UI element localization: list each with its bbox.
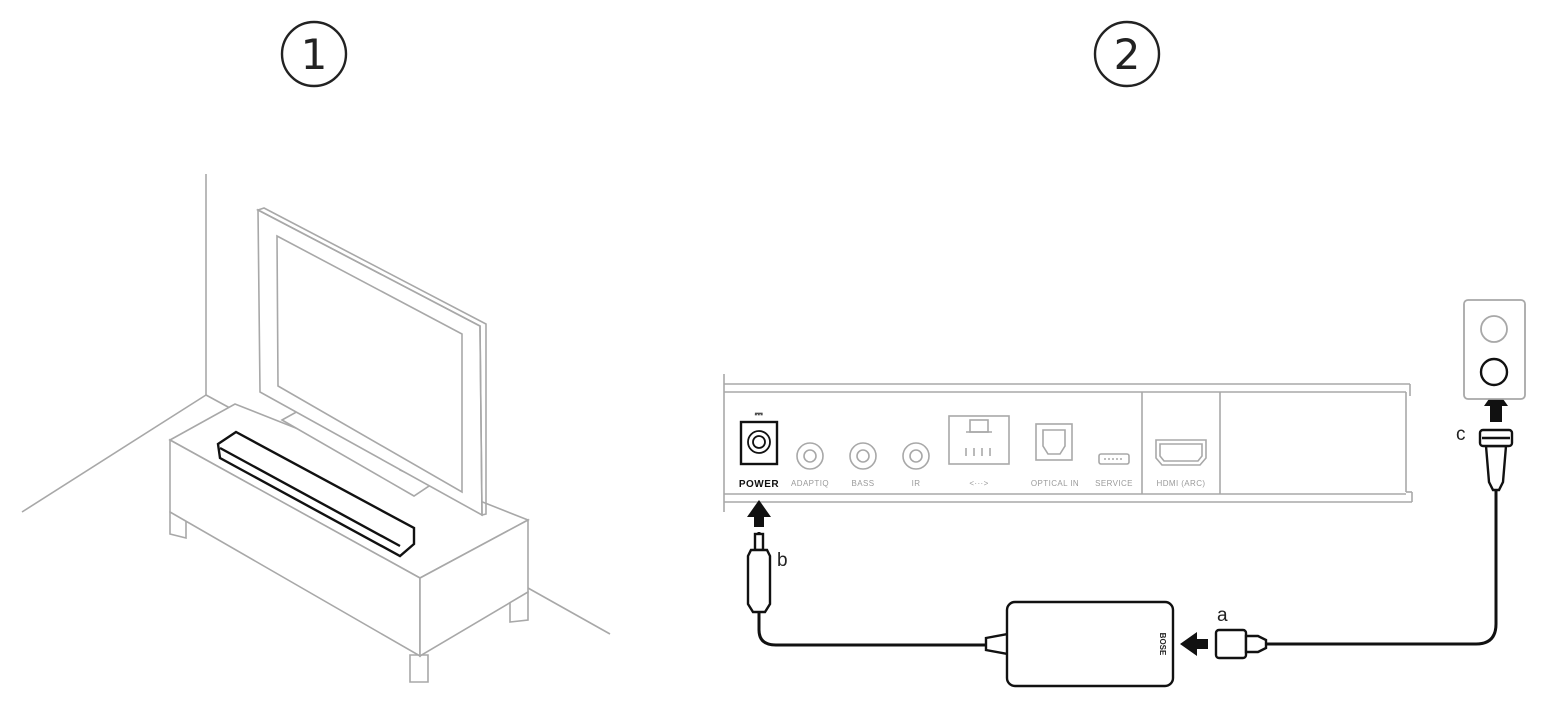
tv bbox=[255, 207, 487, 517]
soundbar-back-panel bbox=[723, 374, 1413, 512]
adaptiq-port: ADAPTIQ bbox=[791, 442, 829, 488]
optical-port: OPTICAL IN bbox=[1031, 423, 1079, 488]
bass-port-label: BASS bbox=[852, 479, 875, 488]
wall-plug-c bbox=[1478, 428, 1514, 492]
ac-connector-a bbox=[1214, 628, 1268, 660]
soundbar-on-stand bbox=[216, 430, 416, 558]
step-2-number: 2 bbox=[1114, 30, 1141, 79]
hdmi-port-label: HDMI (ARC) bbox=[1157, 479, 1206, 488]
hdmi-port: HDMI (ARC) bbox=[1155, 439, 1207, 488]
ac-cable bbox=[1266, 490, 1498, 646]
power-adapter: BOSE bbox=[984, 600, 1175, 688]
power-symbol: ⎓ bbox=[755, 409, 763, 420]
data-port-label: <···> bbox=[969, 479, 988, 488]
step-2-circle bbox=[1093, 20, 1161, 88]
outlet-socket-top bbox=[1480, 315, 1508, 343]
adaptiq-port-label: ADAPTIQ bbox=[791, 479, 829, 488]
arrow-up-power bbox=[747, 500, 771, 527]
power-port-label: POWER bbox=[739, 479, 780, 490]
callout-c: c bbox=[1456, 424, 1466, 445]
optical-port-label: OPTICAL IN bbox=[1031, 479, 1079, 488]
service-port: SERVICE bbox=[1095, 453, 1133, 488]
ir-port: IR bbox=[902, 442, 930, 488]
callout-a: a bbox=[1217, 605, 1228, 626]
dc-plug-b bbox=[746, 532, 772, 614]
outlet-socket-bottom bbox=[1479, 357, 1509, 387]
wall-outlet bbox=[1463, 299, 1526, 400]
ir-port-label: IR bbox=[912, 479, 921, 488]
step-1-marker: 1 bbox=[280, 20, 348, 88]
step-1-circle bbox=[280, 20, 348, 88]
power-port: ⎓ POWER bbox=[739, 409, 780, 490]
dc-cable bbox=[757, 612, 986, 647]
bass-port: BASS bbox=[849, 442, 877, 488]
data-port: <···> bbox=[948, 415, 1010, 488]
callout-b: b bbox=[777, 550, 788, 571]
service-port-label: SERVICE bbox=[1095, 479, 1133, 488]
step-2-marker: 2 bbox=[1093, 20, 1161, 88]
step-1-number: 1 bbox=[301, 30, 328, 79]
arrow-left-adapter bbox=[1180, 632, 1208, 656]
adapter-logo: BOSE bbox=[1158, 633, 1167, 656]
